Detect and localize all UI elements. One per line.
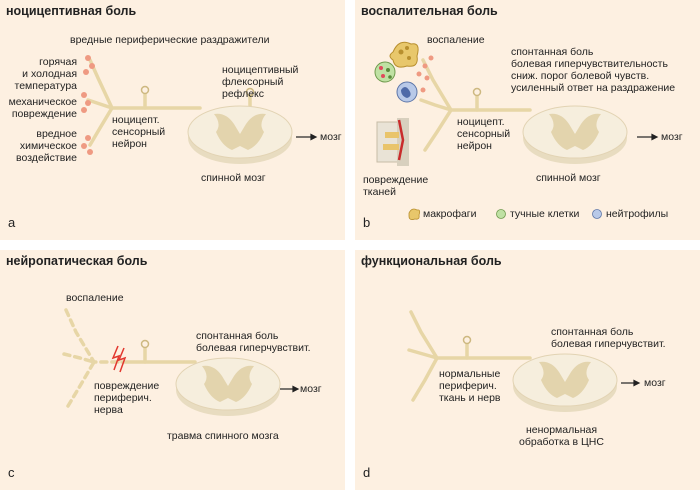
normal-tissue-label: нормальные периферич. ткань и нерв: [439, 368, 501, 404]
tissue-damage-label: повреждение тканей: [363, 174, 429, 198]
mast-cell-icon: [374, 61, 396, 83]
tissue-damage-icon: [376, 118, 409, 166]
temperature-label: горячая и холодная температура: [14, 56, 77, 92]
panel-nociceptive: ноцицептивная боль вредные периферически…: [0, 0, 345, 240]
chemical-label: вредное химическое воздействие: [16, 128, 77, 164]
spinal-cord-label: спинной мозг: [536, 172, 601, 184]
sensory-neuron-label: ноцицепт. сенсорный нейрон: [112, 114, 166, 150]
panel-title: функциональная боль: [361, 254, 502, 268]
panel-title: воспалительная боль: [361, 4, 498, 18]
panel-letter: c: [8, 465, 15, 480]
panel-neuropathic: нейропатическая боль воспаление спонтанн…: [0, 250, 345, 490]
spinal-cord-cross-section: [187, 105, 293, 164]
inflammatory-diagram: [374, 41, 659, 220]
macrophage-icon: [389, 41, 419, 68]
stimulus-dots: [81, 55, 95, 155]
panel-title: ноцицептивная боль: [6, 4, 137, 18]
panel-letter: a: [8, 215, 16, 230]
spinal-cord-cross-section: [512, 353, 618, 412]
inflammation-label: воспаление: [427, 34, 485, 46]
legend-neutrophils: нейтрофилы: [606, 208, 669, 220]
legend-macrophages: макрофаги: [423, 208, 477, 220]
legend-mast-cells: тучные клетки: [510, 208, 580, 220]
mechanical-damage-label: механическое повреждение: [8, 96, 77, 120]
brain-label: мозг: [661, 131, 683, 143]
spinal-injury-label: травма спинного мозга: [167, 430, 279, 442]
sensory-neuron-label: ноцицепт. сенсорный нейрон: [457, 116, 511, 152]
panel-letter: d: [363, 465, 371, 480]
panel-inflammatory: воспалительная боль воспаление спонтанна…: [355, 0, 700, 240]
reflex-label: ноцицептивный флексорный рефлекс: [222, 64, 299, 100]
brain-label: мозг: [644, 377, 666, 389]
stimuli-header-label: вредные периферические раздражители: [70, 34, 270, 46]
effects-label: спонтанная боль болевая гиперчувствитель…: [511, 46, 676, 94]
nerve-damage-label: повреждение периферич. нерва: [94, 380, 160, 416]
panel-letter: b: [363, 215, 371, 230]
brain-label: мозг: [300, 383, 322, 395]
lightning-icon: [111, 345, 127, 373]
panel-functional: функциональная боль спонтанная боль боле…: [355, 250, 700, 490]
neuropathic-diagram: [62, 308, 300, 416]
immune-cells-cluster: [374, 41, 419, 103]
spinal-cord-cross-section: [522, 105, 628, 164]
functional-diagram: [407, 310, 641, 412]
spinal-cord-label: спинной мозг: [201, 172, 266, 184]
panel-title: нейропатическая боль: [6, 254, 148, 268]
brain-label: мозг: [320, 131, 342, 143]
effects-label: спонтанная боль болевая гиперчувствит.: [551, 326, 666, 350]
legend-icons: [408, 208, 602, 220]
nociceptive-diagram: [81, 55, 318, 164]
inflammation-label: воспаление: [66, 292, 124, 304]
spinal-cord-cross-section: [175, 357, 281, 416]
effects-label: спонтанная боль болевая гиперчувствит.: [196, 330, 311, 354]
cns-processing-label: ненормальная обработка в ЦНС: [519, 424, 604, 448]
neutrophil-icon: [396, 81, 418, 103]
